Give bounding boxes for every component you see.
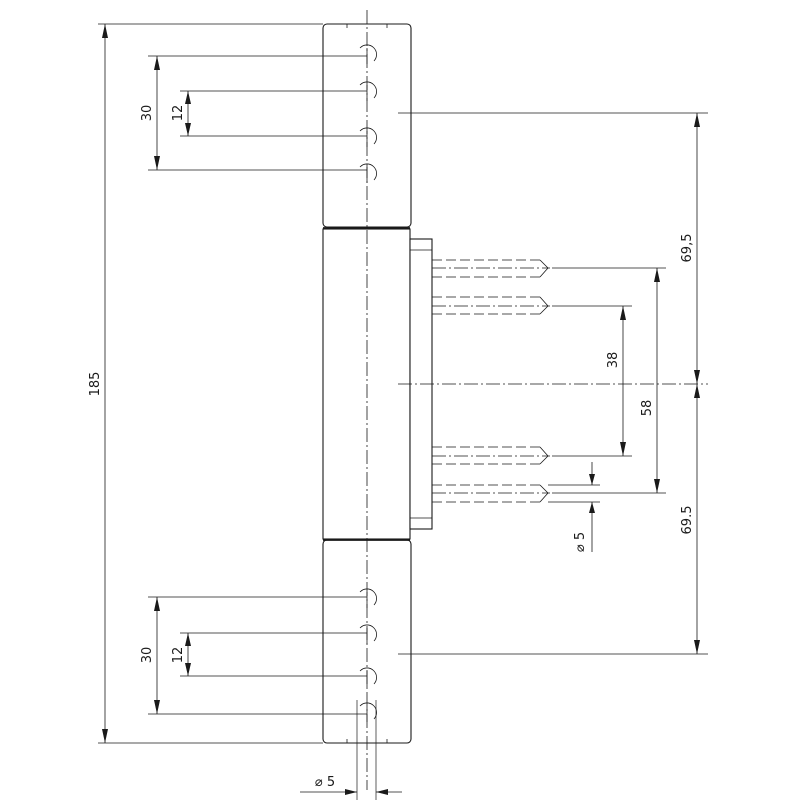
pin xyxy=(432,484,550,503)
dimension-bottom-holes: 30 12 xyxy=(140,596,367,715)
bottom-hole-pitch-label: 12 xyxy=(171,647,186,664)
bottom-hole-span-label: 30 xyxy=(140,647,155,664)
top-hole-span-label: 30 xyxy=(140,105,155,122)
pin-inner-span-label: 38 xyxy=(606,352,621,369)
dimension-top-holes: 30 12 xyxy=(140,55,367,171)
pin xyxy=(432,259,550,278)
top-hole-pitch-label: 12 xyxy=(171,105,186,122)
screw-hole xyxy=(359,588,377,608)
lower-offset-label: 69.5 xyxy=(680,506,695,535)
screw-hole xyxy=(359,127,377,147)
screw-hole xyxy=(359,81,377,101)
middle-knuckle xyxy=(322,228,411,540)
screw-hole xyxy=(359,667,377,687)
dimension-overall-length: 185 xyxy=(88,23,323,744)
upper-offset-label: 69,5 xyxy=(680,234,695,263)
hinge-body xyxy=(322,23,433,744)
overall-length-label: 185 xyxy=(88,372,103,397)
dimension-offsets: 69,5 69.5 xyxy=(398,112,708,655)
pin xyxy=(432,446,550,465)
dimension-pin-inner-span: 38 xyxy=(552,305,632,457)
dimension-hole-diameter: ⌀ 5 xyxy=(300,700,402,800)
pin xyxy=(432,296,550,315)
hole-diameter-label: ⌀ 5 xyxy=(315,775,335,790)
pin-outer-span-label: 58 xyxy=(640,400,655,417)
dimension-pin-diameter: ⌀ 5 xyxy=(548,462,600,552)
pin-diameter-label: ⌀ 5 xyxy=(573,532,588,552)
mounting-pins xyxy=(432,259,550,503)
upper-screw-holes xyxy=(359,44,377,183)
dimension-pin-outer-span: 58 xyxy=(552,267,666,494)
screw-hole xyxy=(359,624,377,644)
